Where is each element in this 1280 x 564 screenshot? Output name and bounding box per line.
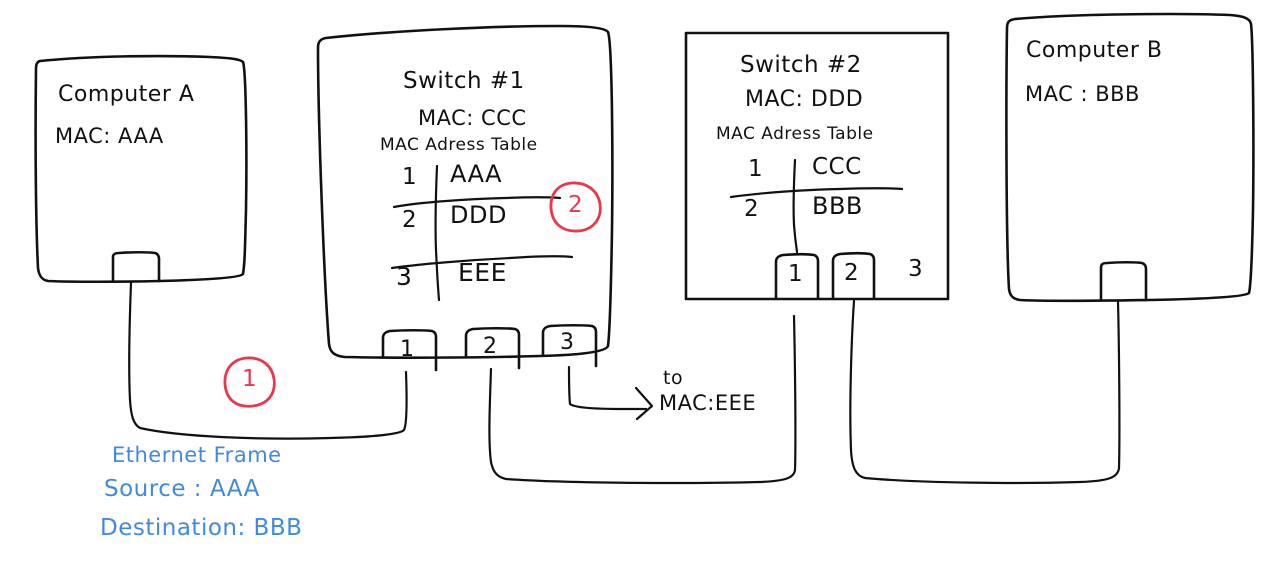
switch1-row-2-port: 3	[396, 262, 413, 291]
cable-switch2-port2-to-computer-b	[849, 299, 1121, 485]
switch2-port-3-label[interactable]: 3	[908, 256, 924, 282]
cable-switch1-port2-to-switch2-port1	[488, 314, 797, 485]
cable-computer-a-to-switch1	[128, 281, 408, 440]
switch1-port-3-label[interactable]: 3	[560, 330, 575, 355]
switch2-row-1-port: 2	[744, 196, 760, 222]
switch2-port-2-label[interactable]: 2	[844, 260, 860, 286]
switch2-row-0-mac: CCC	[812, 154, 862, 180]
frame-note-destination: Destination: BBB	[100, 515, 303, 541]
annotation-circle-step-1	[223, 356, 276, 408]
annotation-circle-step-2	[549, 181, 602, 233]
switch2-box[interactable]	[684, 31, 950, 301]
switch2-row-0-port: 1	[748, 156, 764, 182]
switch2-title: Switch #2	[740, 52, 862, 78]
computer-b-title: Computer B	[1026, 38, 1163, 63]
frame-note-source: Source : AAA	[104, 476, 260, 502]
switch1-row-1-port: 2	[402, 207, 418, 233]
computer-b-mac: MAC : BBB	[1025, 82, 1140, 106]
computer-a-mac: MAC: AAA	[55, 124, 164, 148]
frame-note-title: Ethernet Frame	[112, 443, 282, 467]
switch1-row-0-port: 1	[402, 164, 418, 190]
switch2-table-header: MAC Adress Table	[716, 124, 874, 144]
computer-a-box[interactable]	[34, 54, 248, 284]
switch2-row-1-mac: BBB	[812, 192, 863, 220]
switch1-port-1-label[interactable]: 1	[400, 337, 415, 362]
switch1-row-0-mac: AAA	[450, 160, 503, 188]
cable-switch1-port3-arrow	[567, 365, 654, 421]
switch1-mac: MAC: CCC	[418, 106, 527, 130]
computer-a-title: Computer A	[58, 82, 195, 107]
switch2-mac: MAC: DDD	[745, 87, 864, 112]
switch2-port-1-label[interactable]: 1	[788, 261, 804, 287]
to-mac-eee-line1: to	[663, 367, 684, 389]
switch1-box[interactable]	[316, 24, 614, 372]
computer-b-box[interactable]	[1005, 12, 1255, 303]
switch1-row-1-mac: DDD	[450, 201, 507, 229]
switch1-title: Switch #1	[403, 68, 525, 94]
annotation-step-1-label: 1	[242, 366, 258, 392]
switch1-row-2-mac: EEE	[458, 258, 507, 287]
to-mac-eee-line2: MAC:EEE	[659, 391, 757, 415]
switch1-port-2-label[interactable]: 2	[483, 334, 498, 359]
switch1-table-header: MAC Adress Table	[380, 135, 538, 155]
annotation-step-2-label: 2	[568, 192, 584, 218]
